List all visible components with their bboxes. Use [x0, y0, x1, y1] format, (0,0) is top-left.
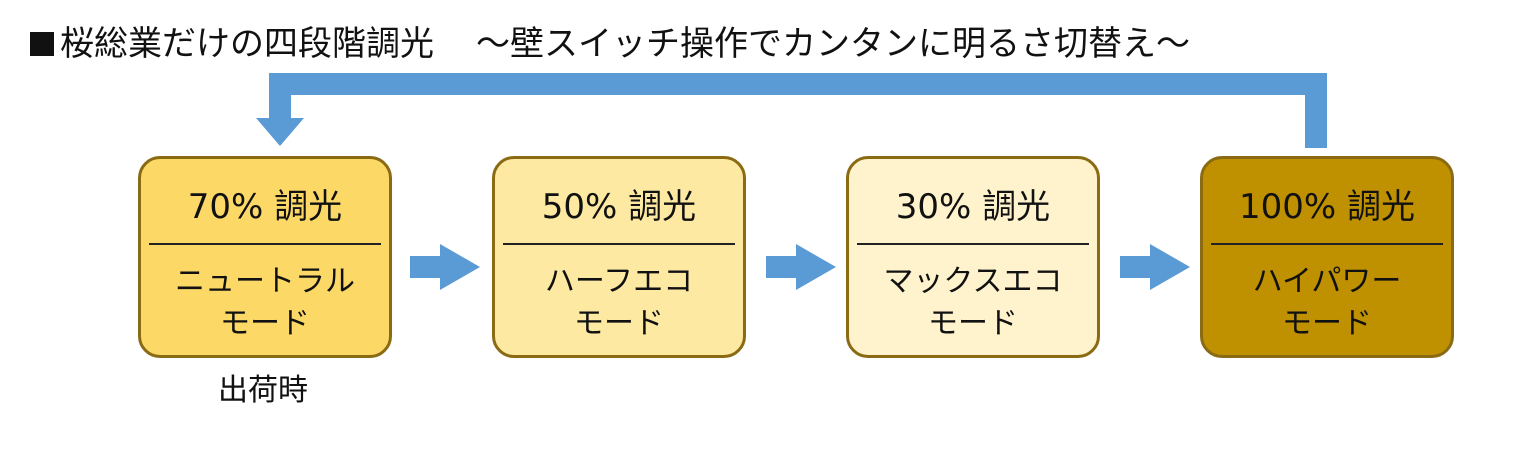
mode-name: ハーフエコ モード [495, 261, 743, 345]
mode-box-30: 30% 調光 マックスエコ モード [846, 156, 1100, 358]
mode-percent-label: 30% 調光 [895, 187, 1051, 227]
mode-name-line2: モード [220, 306, 310, 341]
mode-name: ニュートラル モード [141, 261, 389, 345]
mode-divider [503, 243, 735, 245]
mode-percent-label: 100% 調光 [1238, 187, 1415, 227]
shipping-default-note: 出荷時 [218, 373, 308, 408]
right-arrow-1 [410, 244, 480, 290]
subtitle-text: ～壁スイッチ操作でカンタンに明るさ切替え～ [476, 24, 1190, 64]
mode-box-50: 50% 調光 ハーフエコ モード [492, 156, 746, 358]
mode-name-line1: ニュートラル [175, 264, 355, 299]
title-text: 桜総業だけの四段階調光 [60, 24, 434, 64]
mode-name: マックスエコ モード [849, 261, 1097, 345]
right-arrow-3 [1120, 244, 1190, 290]
square-bullet-icon [30, 32, 54, 56]
mode-name-line1: ハーフエコ [544, 264, 694, 299]
right-arrow-2 [766, 244, 836, 290]
mode-box-70: 70% 調光 ニュートラル モード [138, 156, 392, 358]
mode-box-100: 100% 調光 ハイパワー モード [1200, 156, 1454, 358]
mode-name-line1: ハイパワー [1252, 264, 1402, 299]
mode-divider [149, 243, 381, 245]
loop-back-arrowhead [256, 118, 304, 146]
mode-divider [1211, 243, 1443, 245]
mode-name-line1: マックスエコ [883, 264, 1063, 299]
loop-back-arrow [269, 73, 1327, 148]
mode-name-line2: モード [928, 306, 1018, 341]
mode-name-line2: モード [574, 306, 664, 341]
diagram-title: 桜総業だけの四段階調光 ～壁スイッチ操作でカンタンに明るさ切替え～ [30, 20, 1190, 68]
mode-name: ハイパワー モード [1203, 261, 1451, 345]
mode-percent-label: 50% 調光 [541, 187, 697, 227]
mode-divider [857, 243, 1089, 245]
mode-percent-label: 70% 調光 [187, 187, 343, 227]
mode-name-line2: モード [1282, 306, 1372, 341]
